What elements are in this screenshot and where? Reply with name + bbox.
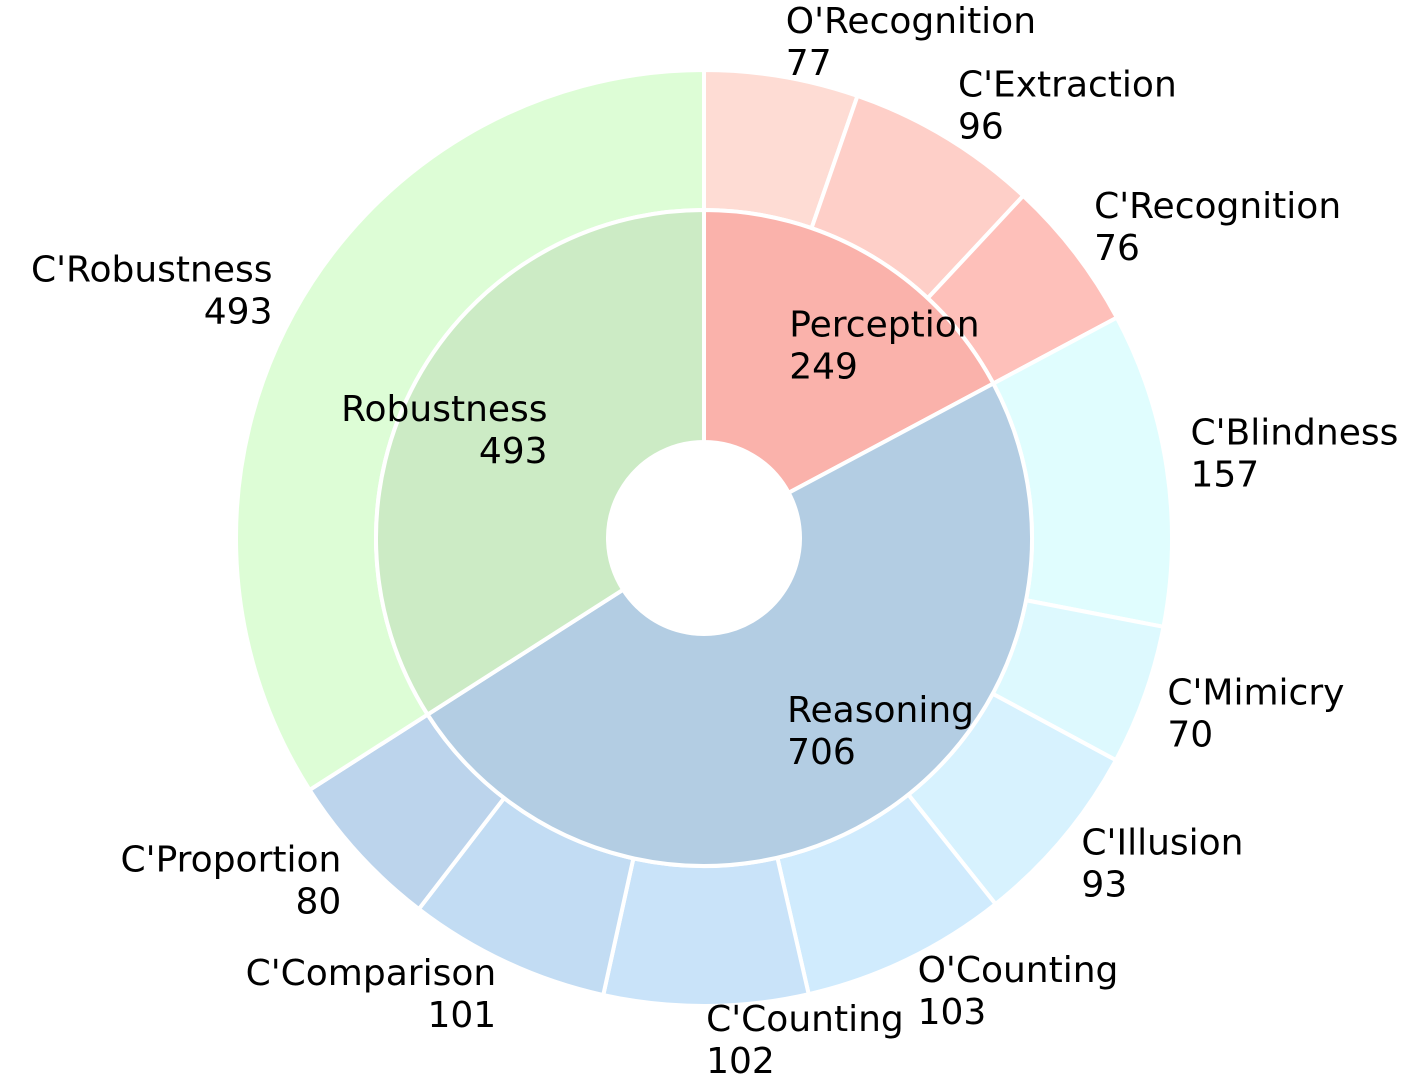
outer-label-o-recognition-value: 77	[786, 43, 832, 84]
outer-label-c-robustness-value: 493	[204, 292, 273, 333]
outer-wedge-c-counting	[601, 855, 811, 1008]
outer-label-c-proportion-value: 80	[296, 881, 342, 922]
outer-label-c-blindness-value: 157	[1190, 455, 1259, 496]
inner-wedge-reasoning	[425, 381, 1034, 869]
outer-label-c-mimicry-name: C'Mimicry	[1167, 672, 1344, 713]
outer-label-c-blindness-name: C'Blindness	[1190, 413, 1398, 454]
outer-label-c-robustness-name: C'Robustness	[31, 250, 272, 291]
outer-label-c-illusion-name: C'Illusion	[1081, 823, 1243, 864]
outer-label-c-comparison-name: C'Comparison	[246, 953, 497, 994]
inner-label-robustness-value: 493	[479, 431, 548, 472]
outer-label-o-recognition-name: O'Recognition	[786, 1, 1036, 42]
outer-label-c-recognition-value: 76	[1094, 228, 1140, 269]
inner-label-reasoning-value: 706	[787, 732, 856, 773]
inner-label-reasoning-name: Reasoning	[787, 690, 974, 731]
outer-label-c-comparison-value: 101	[427, 995, 496, 1036]
outer-label-o-counting-name: O'Counting	[918, 950, 1119, 991]
outer-label-c-mimicry-value: 70	[1167, 714, 1213, 755]
outer-label-c-recognition-name: C'Recognition	[1094, 186, 1341, 227]
outer-label-c-extraction-value: 96	[958, 107, 1004, 148]
inner-wedge-robustness	[374, 208, 706, 717]
outer-label-o-counting-value: 103	[918, 992, 987, 1033]
outer-label-c-counting-value: 102	[706, 1041, 775, 1074]
inner-label-robustness-name: Robustness	[341, 389, 547, 430]
outer-label-c-extraction-name: C'Extraction	[958, 65, 1177, 106]
outer-label-c-counting-name: C'Counting	[706, 999, 904, 1040]
outer-label-c-proportion-name: C'Proportion	[121, 839, 342, 880]
inner-label-perception-value: 249	[789, 346, 858, 387]
outer-label-c-illusion-value: 93	[1081, 865, 1127, 906]
inner-label-perception-name: Perception	[789, 304, 979, 345]
